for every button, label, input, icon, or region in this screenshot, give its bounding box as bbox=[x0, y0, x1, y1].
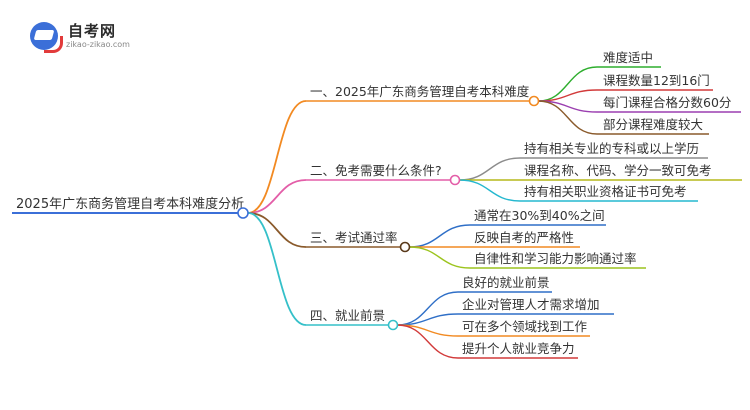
branch-label-exemption: 二、免考需要什么条件? bbox=[310, 163, 442, 178]
leaf-connector bbox=[538, 100, 598, 135]
logo-url: zikao-zikao.com bbox=[66, 40, 130, 49]
leaf-label: 持有相关专业的专科或以上学历 bbox=[524, 141, 699, 156]
logo-title: 自考网 bbox=[68, 22, 117, 40]
branch-connector bbox=[247, 212, 307, 326]
leaf-label: 企业对管理人才需求增加 bbox=[462, 297, 600, 312]
site-logo: 自考网 zikao-zikao.com bbox=[30, 18, 150, 54]
leaf-node[interactable]: 每门课程合格分数60分 bbox=[597, 95, 741, 113]
branch-connector bbox=[247, 179, 307, 214]
branch-connector bbox=[247, 100, 307, 214]
leaf-node[interactable]: 通常在30%到40%之间 bbox=[470, 208, 606, 226]
leaf-connector bbox=[459, 157, 521, 181]
leaf-node[interactable]: 可在多个领域找到工作 bbox=[458, 319, 590, 337]
leaf-node[interactable]: 反映自考的严格性 bbox=[470, 230, 580, 248]
root-node[interactable]: 2025年广东商务管理自考本科难度分析 bbox=[12, 196, 249, 219]
branch-collapse-toggle[interactable] bbox=[449, 174, 461, 186]
leaf-node[interactable]: 持有相关职业资格证书可免考 bbox=[520, 184, 698, 202]
leaf-label: 通常在30%到40%之间 bbox=[474, 208, 605, 223]
leaf-connector bbox=[459, 179, 521, 202]
leaf-node[interactable]: 自律性和学习能力影响通过率 bbox=[470, 251, 646, 269]
leaf-label: 可在多个领域找到工作 bbox=[462, 319, 588, 334]
leaf-label: 提升个人就业竞争力 bbox=[462, 341, 575, 356]
leaf-node[interactable]: 提升个人就业竞争力 bbox=[458, 341, 578, 359]
leaf-label: 反映自考的严格性 bbox=[474, 230, 574, 245]
branch-node-employment[interactable]: 四、就业前景 bbox=[306, 308, 399, 331]
leaf-label: 每门课程合格分数60分 bbox=[603, 95, 731, 110]
branch-node-exemption[interactable]: 二、免考需要什么条件? bbox=[306, 163, 461, 186]
leaf-connector bbox=[409, 224, 471, 248]
root-collapse-toggle[interactable] bbox=[237, 207, 249, 219]
leaf-connector bbox=[409, 246, 471, 269]
leaf-label: 难度适中 bbox=[603, 50, 653, 65]
leaf-label: 课程数量12到16门 bbox=[603, 73, 710, 88]
leaf-label: 自律性和学习能力影响通过率 bbox=[474, 251, 637, 266]
branch-collapse-toggle[interactable] bbox=[399, 241, 411, 253]
leaf-node[interactable]: 难度适中 bbox=[597, 50, 661, 68]
leaf-connector bbox=[397, 324, 459, 359]
leaf-node[interactable]: 企业对管理人才需求增加 bbox=[458, 297, 614, 315]
leaf-label: 良好的就业前景 bbox=[462, 275, 550, 290]
leaf-node[interactable]: 持有相关专业的专科或以上学历 bbox=[520, 141, 708, 159]
branch-connector bbox=[247, 212, 307, 248]
branch-collapse-toggle[interactable] bbox=[528, 95, 540, 107]
branch-label-difficulty: 一、2025年广东商务管理自考本科难度 bbox=[310, 84, 530, 99]
leaf-node[interactable]: 课程名称、代码、学分一致可免考 bbox=[520, 163, 742, 181]
leaf-label: 部分课程难度较大 bbox=[603, 117, 703, 132]
leaf-node[interactable]: 良好的就业前景 bbox=[458, 275, 552, 293]
leaf-node[interactable]: 课程数量12到16门 bbox=[597, 73, 713, 91]
leaf-node[interactable]: 部分课程难度较大 bbox=[597, 117, 709, 135]
graduation-cap-icon bbox=[30, 22, 63, 53]
root-label: 2025年广东商务管理自考本科难度分析 bbox=[16, 196, 244, 212]
branch-node-difficulty[interactable]: 一、2025年广东商务管理自考本科难度 bbox=[306, 84, 540, 107]
branch-label-pass-rate: 三、考试通过率 bbox=[310, 230, 398, 245]
leaf-label: 课程名称、代码、学分一致可免考 bbox=[524, 163, 712, 178]
branch-collapse-toggle[interactable] bbox=[387, 319, 399, 331]
leaf-label: 持有相关职业资格证书可免考 bbox=[524, 184, 687, 199]
branch-label-employment: 四、就业前景 bbox=[310, 308, 385, 323]
branch-node-pass-rate[interactable]: 三、考试通过率 bbox=[306, 230, 411, 253]
